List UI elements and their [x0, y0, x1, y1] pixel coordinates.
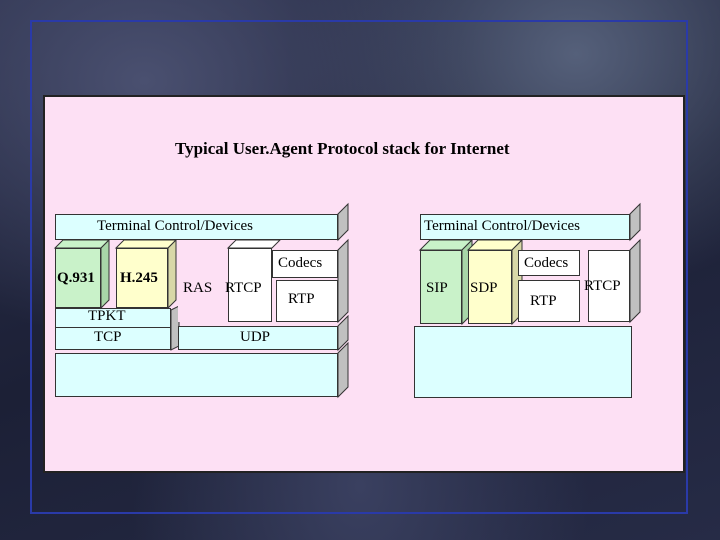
sip-rtcp-side	[629, 238, 641, 324]
sip-terminal-label: Terminal Control/Devices	[424, 218, 580, 234]
sip-rtp-block	[518, 280, 580, 322]
sip-codecs-block	[518, 250, 580, 276]
q931-label: Q.931	[57, 270, 95, 286]
sip-rtp-label: RTP	[530, 293, 557, 309]
h323-terminal-side	[337, 202, 349, 242]
rtcp-top	[226, 239, 282, 249]
q931-side	[100, 238, 110, 310]
udp-side	[337, 314, 349, 352]
rtp-label: RTP	[288, 291, 315, 307]
rtp-block	[276, 280, 338, 322]
slide-frame	[30, 20, 688, 514]
sdp-block	[468, 250, 512, 324]
h323-terminal-label: Terminal Control/Devices	[97, 218, 253, 234]
rtcp-label: RTCP	[225, 280, 262, 296]
sip-label: SIP	[426, 280, 448, 296]
tpkt-label: TPKT	[88, 308, 126, 324]
codecs-block	[272, 250, 338, 278]
h245-side	[167, 238, 177, 310]
sip-rtcp-label: RTCP	[584, 278, 621, 294]
h323-network-layer-side	[337, 341, 349, 399]
udp-block	[178, 326, 338, 350]
sip-network-layer	[414, 326, 632, 398]
ras-block	[178, 248, 224, 322]
udp-label: UDP	[240, 329, 271, 345]
codecs-label: Codecs	[278, 255, 323, 271]
h323-terminal-block	[55, 214, 338, 240]
ras-label: RAS	[183, 280, 213, 296]
codecs-side	[337, 238, 349, 324]
sip-terminal-block	[420, 214, 630, 240]
sip-terminal-side	[629, 202, 641, 242]
sip-codecs-label: Codecs	[524, 255, 569, 271]
h323-network-layer-front	[55, 353, 338, 397]
sdp-label: SDP	[470, 280, 498, 296]
diagram-title: Typical User.Agent Protocol stack for In…	[175, 139, 510, 158]
h245-label: H.245	[120, 270, 158, 286]
tcp-label: TCP	[94, 329, 122, 345]
rtcp-block	[228, 248, 272, 322]
h323-network-layer	[55, 353, 338, 397]
